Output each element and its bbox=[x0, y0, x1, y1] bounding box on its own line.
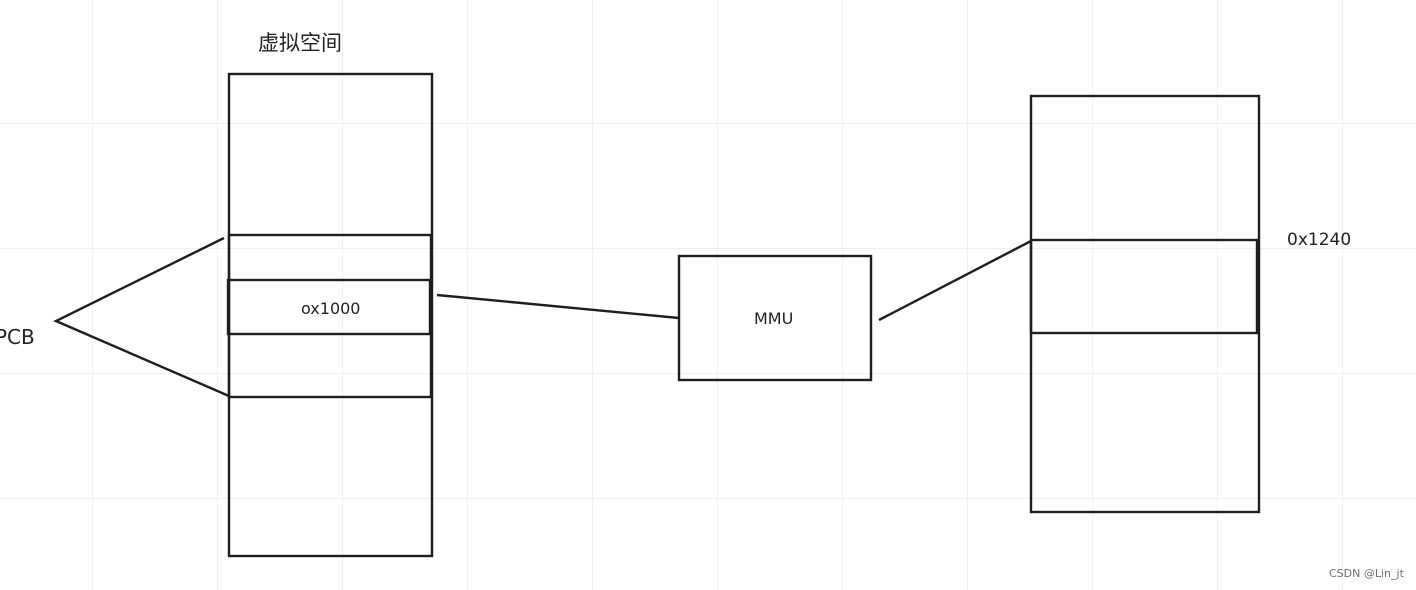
physical-memory-box bbox=[1029, 94, 1261, 514]
pcb-label: PCB bbox=[0, 325, 35, 349]
virtual-address-box bbox=[226, 278, 432, 336]
virtual-address-label: ox1000 bbox=[301, 299, 361, 318]
mmu-label: MMU bbox=[754, 309, 794, 328]
pcb-pointer-lines bbox=[53, 236, 230, 398]
virtual-to-mmu-line bbox=[436, 293, 680, 320]
mmu-box bbox=[677, 254, 873, 382]
physical-address-label: 0x1240 bbox=[1287, 230, 1352, 250]
physical-address-box bbox=[1029, 238, 1259, 335]
watermark: CSDN @Lin_jt bbox=[1329, 567, 1404, 580]
virtual-space-title: 虚拟空间 bbox=[258, 31, 342, 55]
mmu-to-physical-line bbox=[878, 239, 1032, 322]
